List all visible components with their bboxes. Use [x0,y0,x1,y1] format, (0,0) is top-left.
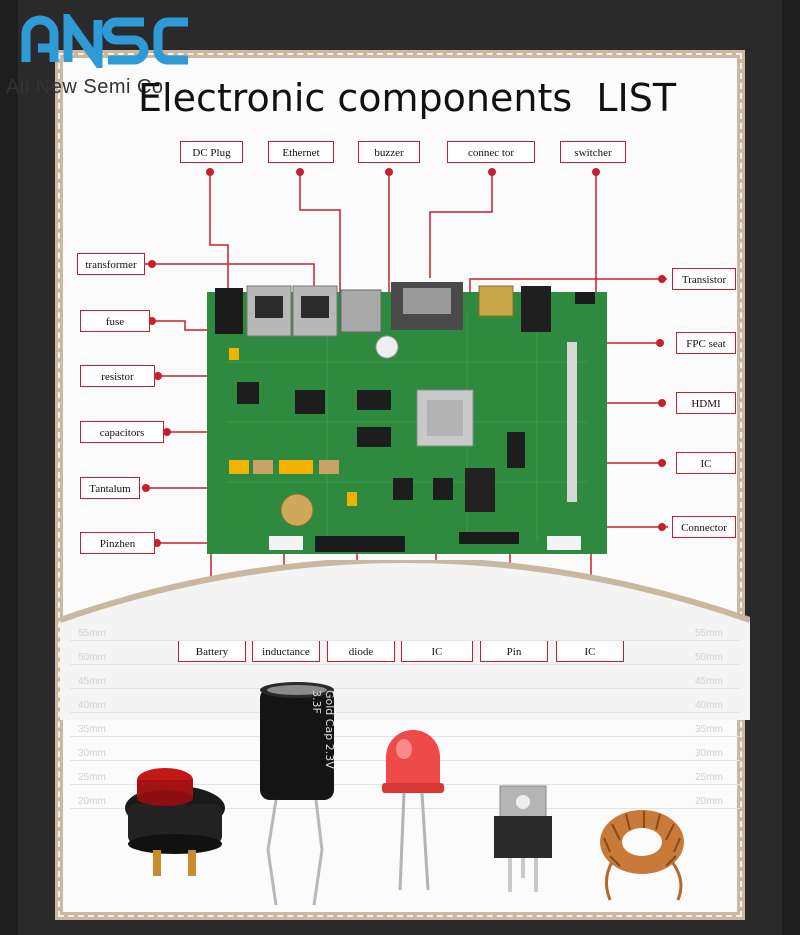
ruler-line [70,712,740,713]
ruler-mark: 50mm [695,652,723,663]
super-capacitor-icon [260,682,334,906]
label-capacitors: capacitors [80,421,164,443]
toroid-inductor-icon [600,810,684,901]
ruler-line [70,640,740,641]
red-led-icon [382,730,444,891]
label-ic-bottom-1: IC [401,640,473,662]
label-diode: diode [327,640,395,662]
label-ethernet: Ethernet [268,141,334,163]
label-pin: Pin [480,640,548,662]
capacitor-print-line2: 2.3V 3.3F [310,690,336,769]
to220-transistor-icon [494,785,552,892]
ruler-mark: 55mm [695,628,723,639]
page-title: Electronic components LIST [138,76,677,120]
pcb-board [207,282,607,554]
label-ic-bottom-2: IC [556,640,624,662]
label-hdmi: HDMI [676,392,736,414]
label-switcher: switcher [560,141,626,163]
label-connector-right: Connector [672,516,736,538]
label-ic-right: IC [676,452,736,474]
label-dc-plug: DC Plug [180,141,243,163]
ruler-mark: 30mm [78,748,106,759]
ruler-mark: 20mm [78,796,106,807]
ruler-line [70,808,740,809]
ruler-mark: 50mm [78,652,106,663]
label-resistor: resistor [80,365,155,387]
ruler-line [70,688,740,689]
ruler-mark: 40mm [78,700,106,711]
label-fuse: fuse [80,310,150,332]
ruler-mark: 25mm [78,772,106,783]
ruler-mark: 30mm [695,748,723,759]
capacitor-print-line1: Gold Cap [323,690,336,741]
ruler-mark: 35mm [78,724,106,735]
ruler-line [70,664,740,665]
ruler-mark: 35mm [695,724,723,735]
ruler-mark: 40mm [695,700,723,711]
brand-logo [20,5,195,77]
ruler-mark: 45mm [78,676,106,687]
label-battery: Battery [178,640,246,662]
label-transformer: transformer [77,253,145,275]
label-buzzer: buzzer [358,141,420,163]
ruler-mark: 45mm [695,676,723,687]
label-pinzhen: Pinzhen [80,532,155,554]
push-button-icon [125,768,225,876]
ruler-mark: 20mm [695,796,723,807]
ruler-mark: 55mm [78,628,106,639]
ansc-logo-icon [21,5,188,77]
label-connector: connec tor [447,141,535,163]
brand-tagline: All New Semi Co [6,76,164,98]
label-fpc-seat: FPC seat [676,332,736,354]
label-tantalum: Tantalum [80,477,140,499]
label-inductance: inductance [252,640,320,662]
label-transistor: Transistor [672,268,736,290]
ruler-mark: 25mm [695,772,723,783]
capacitor-print: Gold Cap 2.3V 3.3F [306,690,336,790]
